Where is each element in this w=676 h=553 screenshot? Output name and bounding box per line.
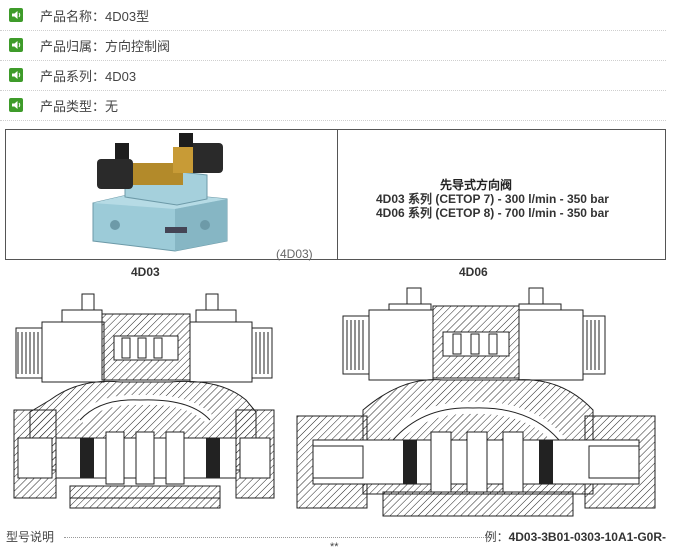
info-name: 产品名称：4D03型 bbox=[40, 9, 150, 24]
speaker-icon bbox=[9, 68, 23, 82]
model-example-prefix: 例： bbox=[484, 530, 509, 544]
dotted-leader bbox=[64, 537, 488, 538]
info-row-type: 产品类型：无 bbox=[0, 90, 666, 121]
diagram-4d03 bbox=[13, 293, 275, 509]
speaker-icon bbox=[9, 98, 23, 112]
valve-photo bbox=[92, 133, 228, 252]
product-title: 先导式方向阀 bbox=[439, 178, 512, 192]
product-box bbox=[5, 129, 666, 260]
speaker-icon bbox=[9, 8, 23, 22]
model-example-code: 4D03-3B01-0303-10A1-G0R- bbox=[508, 530, 666, 544]
photo-caption: (4D03) bbox=[276, 247, 313, 261]
model-example: 例：4D03-3B01-0303-10A1-G0R- bbox=[485, 528, 666, 545]
spec-4d03: 4D03 系列 (CETOP 7) - 300 l/min - 350 bar bbox=[376, 192, 609, 206]
info-series: 产品系列：4D03 bbox=[40, 69, 137, 84]
info-row-category: 产品归属：方向控制阀 bbox=[0, 30, 666, 61]
info-row-name: 产品名称：4D03型 bbox=[0, 0, 666, 31]
box-divider bbox=[337, 130, 338, 259]
diagram-label-4d06: 4D06 bbox=[459, 265, 488, 279]
diagram-4d06 bbox=[296, 287, 656, 517]
diagram-label-4d03: 4D03 bbox=[131, 265, 160, 279]
info-type: 产品类型：无 bbox=[40, 99, 119, 114]
speaker-icon bbox=[9, 38, 23, 52]
spec-4d06: 4D06 系列 (CETOP 8) - 700 l/min - 350 bar bbox=[376, 206, 609, 220]
info-row-series: 产品系列：4D03 bbox=[0, 60, 666, 91]
model-example-tail: ** bbox=[330, 541, 339, 553]
model-note-label: 型号说明 bbox=[6, 530, 55, 544]
info-category: 产品归属：方向控制阀 bbox=[40, 39, 171, 54]
